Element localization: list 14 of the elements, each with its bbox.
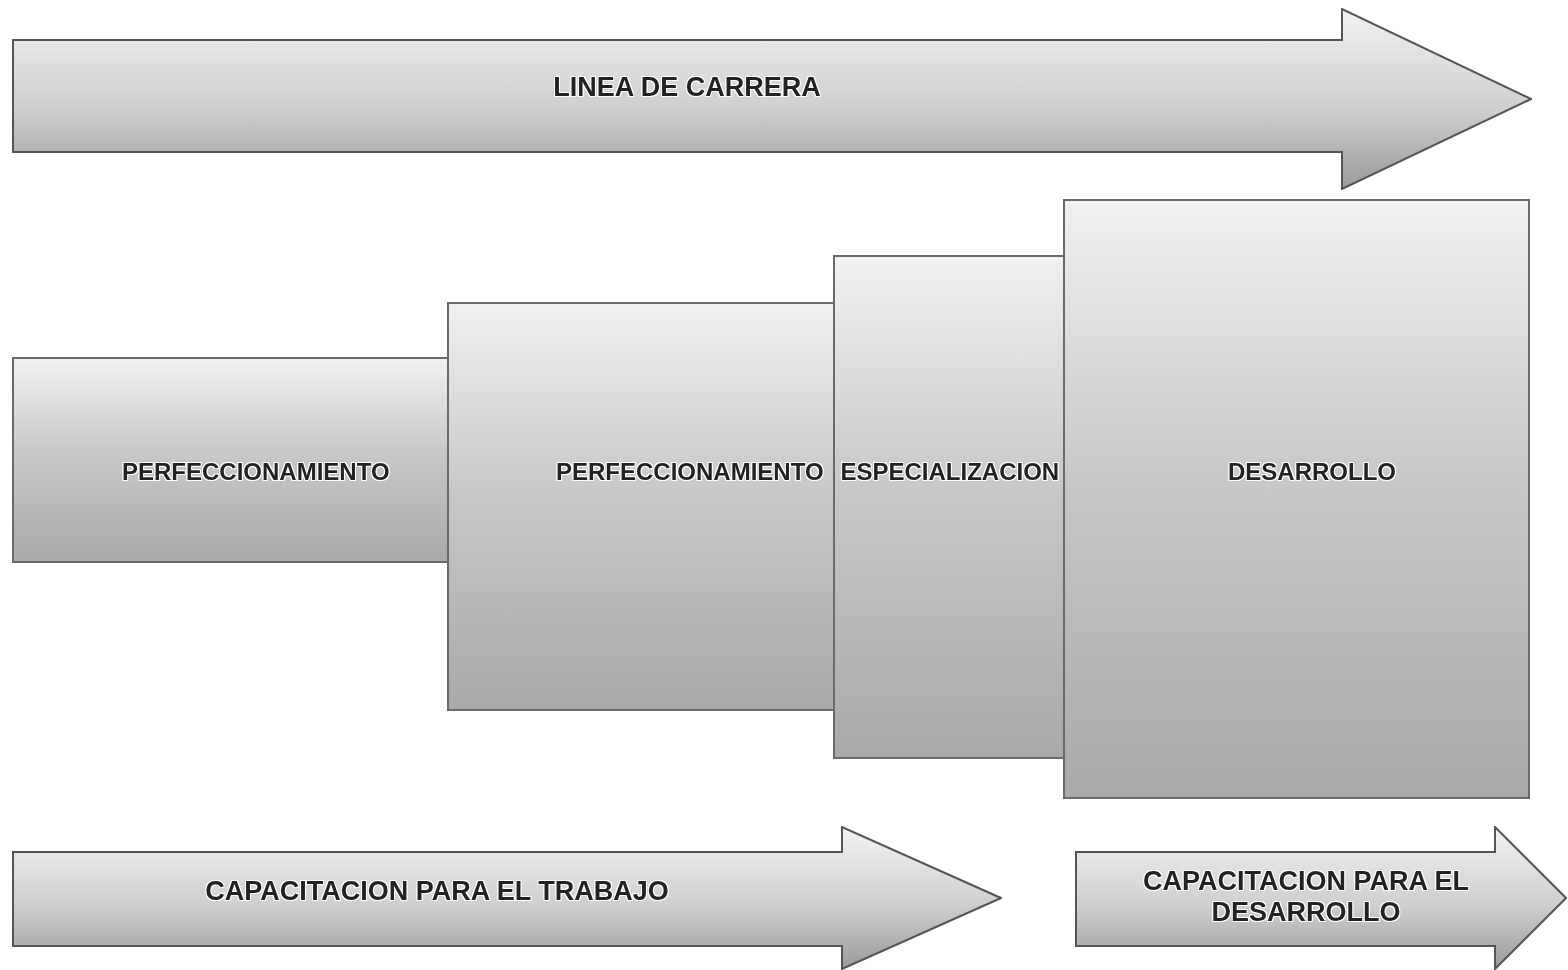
arrow-shape <box>12 826 1002 970</box>
stage-label: PERFECCIONAMIENTO <box>556 458 824 486</box>
stage-box <box>12 357 447 563</box>
stage-label: DESARROLLO <box>1228 458 1396 486</box>
arrow-label: LINEA DE CARRERA <box>552 72 822 104</box>
stage-label: PERFECCIONAMIENTO <box>122 458 390 486</box>
arrow-label: CAPACITACION PARA EL DESARROLLO <box>1142 866 1470 929</box>
arrow-shape <box>1075 826 1567 970</box>
arrow-label: CAPACITACION PARA EL TRABAJO <box>204 876 670 908</box>
stage-box <box>1063 199 1530 799</box>
stage-label: ESPECIALIZACION <box>840 458 1060 486</box>
arrow-shape <box>12 8 1532 190</box>
stage-box <box>833 255 1063 759</box>
stage-box <box>447 302 833 711</box>
